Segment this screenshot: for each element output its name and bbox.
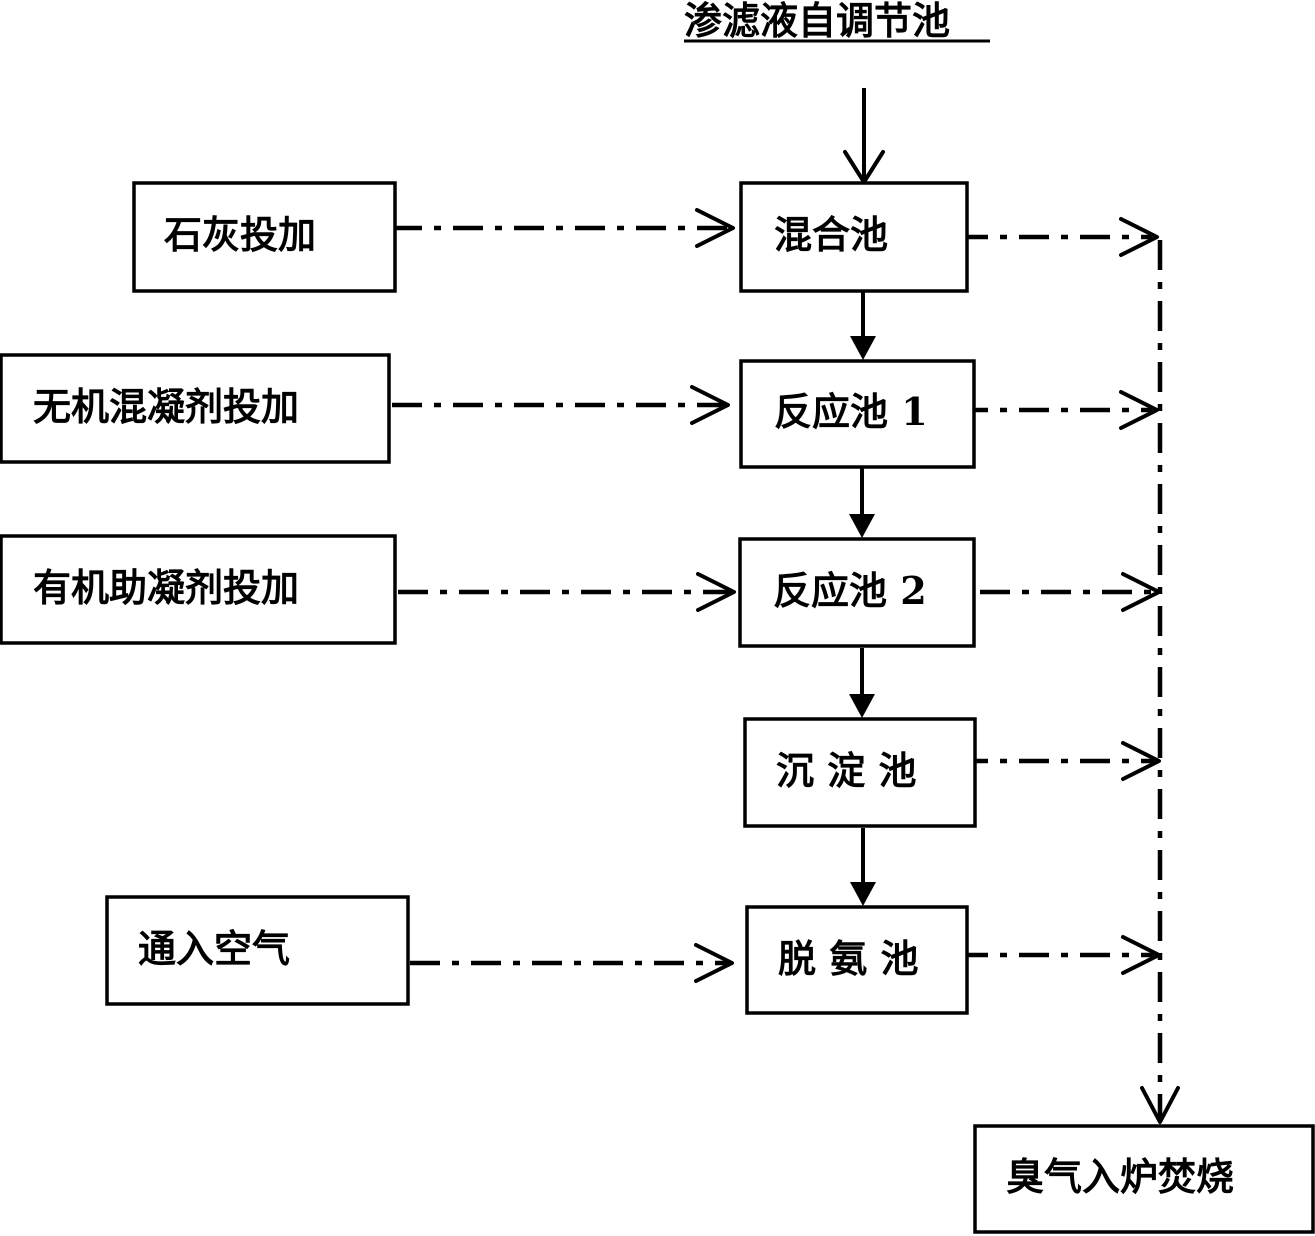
process-deammonia-tank: 脱 氨 池 — [745, 905, 969, 1015]
input-arrows — [392, 208, 736, 983]
reaction-tank-2-label: 反应池 2 — [773, 568, 927, 613]
input-organic-coagulant-aid: 有机助凝剂投加 — [0, 534, 397, 645]
input-inorganic-coagulant-label: 无机混凝剂投加 — [33, 384, 299, 429]
source-title-text: 渗滤液自调节池 — [684, 0, 950, 43]
input-organic-coagulant-aid-label: 有机助凝剂投加 — [33, 565, 299, 610]
main-flow-arrows — [843, 88, 885, 906]
process-reaction-tank-1: 反应池 1 — [739, 359, 976, 469]
input-lime-label: 石灰投加 — [164, 212, 316, 257]
input-lime: 石灰投加 — [132, 181, 397, 293]
odor-incineration-label: 臭气入炉焚烧 — [1006, 1154, 1234, 1199]
process-reaction-tank-2: 反应池 2 — [738, 537, 976, 648]
reaction-tank-1-label: 反应池 1 — [774, 389, 928, 434]
process-mix-tank: 混合池 — [739, 181, 969, 293]
mix-tank-label: 混合池 — [774, 212, 888, 257]
sedimentation-tank-label: 沉 淀 池 — [776, 748, 916, 793]
offgas-arrows — [958, 217, 1180, 1124]
deammonia-tank-label: 脱 氨 池 — [778, 936, 918, 981]
input-air-label: 通入空气 — [138, 926, 290, 971]
output-odor-incineration: 臭气入炉焚烧 — [973, 1124, 1315, 1234]
source-title: 渗滤液自调节池 — [684, 0, 990, 43]
input-air: 通入空气 — [105, 895, 410, 1006]
input-inorganic-coagulant: 无机混凝剂投加 — [0, 353, 391, 464]
process-sedimentation-tank: 沉 淀 池 — [743, 717, 977, 828]
